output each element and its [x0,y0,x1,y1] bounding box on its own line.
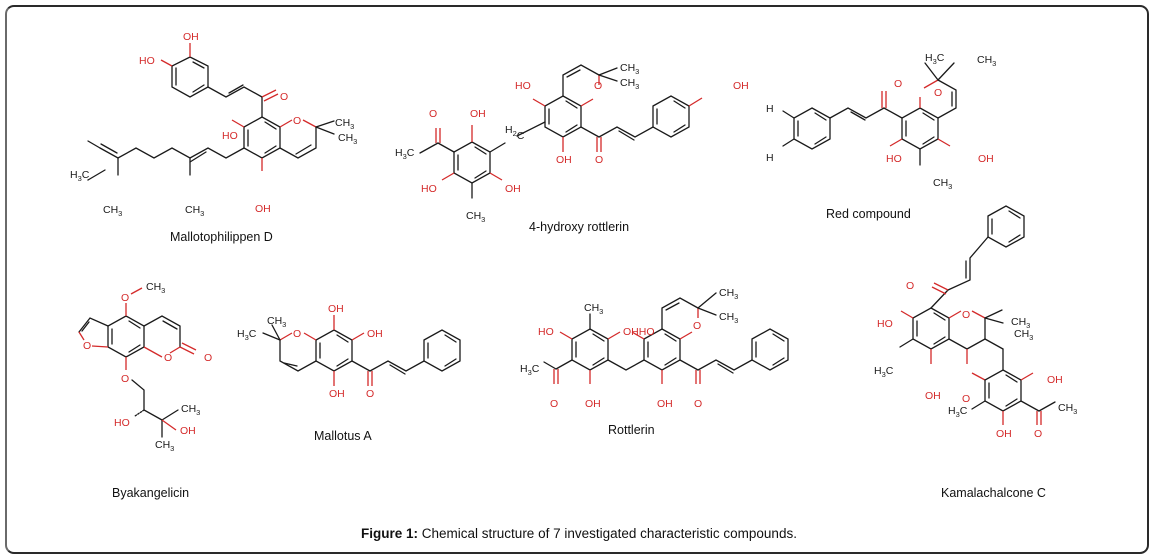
compound-name: Kamalachalcone C [941,486,1046,500]
label-o-ether: O [121,373,129,385]
label-ho: HO [114,417,130,429]
label-ch3: CH3 [185,204,204,218]
compound-name: 4-hydroxy rottlerin [529,220,629,234]
catechol-ring [171,56,209,98]
label-o-ring: O [934,87,942,99]
label-o-keto: O [906,280,914,292]
label-h: H [766,103,774,115]
label-oh: OH [367,328,383,340]
label-o-keto: O [894,78,902,90]
label-oh: OH [925,390,941,402]
label-oh: OH [733,80,749,92]
label-ch3: CH3 [620,62,639,76]
label-o-ring: O [693,320,701,332]
label-h3c: H3C [948,405,968,419]
label-ch3: CH3 [933,177,952,191]
label-ho: HO [222,130,238,142]
label-oh: OH [183,31,199,43]
label-o-keto: O [694,398,702,410]
compound-name: Red compound [826,207,911,221]
molecule-byakangelicin: CH3 O O O O O HO CH3 OH CH3 [78,281,212,453]
label-h: H [766,152,774,164]
label-ch3: CH3 [620,77,639,91]
label-o-acyl: O [550,398,558,410]
label-o-ring: O [293,115,301,127]
label-oh-ho: OHHO [623,326,655,338]
figure-frame [5,5,1149,554]
molecule-kamalachalcone-c: O HO O CH3 CH3 H3C OH O OH CH3 H3C OH O [874,205,1077,440]
label-ch3: CH3 [1011,316,1030,330]
label-oh: OH [329,388,345,400]
label-ch2: H2C [505,124,525,142]
label-h3c: H3C [395,147,415,161]
label-o-acyl: O [1034,428,1042,440]
label-oh: OH [328,303,344,315]
label-ch3: CH3 [103,204,122,218]
label-oh: OH [657,398,673,410]
label-oh: OH [255,203,271,215]
label-ch3: CH3 [977,54,996,68]
compound-name: Mallotophilippen D [170,230,273,244]
label-ch3: CH3 [1014,328,1033,342]
label-o-ring: O [594,80,602,92]
label-o-keto: O [595,154,603,166]
chromene-core [243,116,335,159]
compound-name: Rottlerin [608,423,655,437]
label-oh: OH [996,428,1012,440]
label-h3c: H3C [237,328,257,342]
label-o-methoxy: O [121,292,129,304]
caption-text: Chemical structure of 7 investigated cha… [418,526,797,541]
label-oh: OH [978,153,994,165]
figure-caption: Figure 1: Chemical structure of 7 invest… [0,526,1158,541]
label-o-furan: O [83,340,91,352]
label-oh: OH [585,398,601,410]
label-h3c: H3C [874,365,894,379]
label-h3c: H3C [70,169,90,183]
label-ch3: CH3 [267,315,286,329]
label-oh: OH [505,183,521,195]
molecule-mallotus-a: OH OH CH3 H3C O OH O [237,303,461,400]
label-ho: HO [515,80,531,92]
label-oh: OH [470,108,486,120]
label-ch3: CH3 [335,117,354,131]
molecule-red-compound: H3C CH3 O O H H HO OH CH3 [766,52,996,191]
label-ch3: CH3 [1058,402,1077,416]
label-ch3: CH3 [155,439,174,453]
label-ch3: CH3 [181,403,200,417]
label-oh: OH [180,425,196,437]
caption-label: Figure 1: [361,526,419,541]
molecule-mallotophilippen-d: OH HO O HO O CH3 CH3 H3C CH3 CH3 OH [70,31,357,218]
label-ho: HO [886,153,902,165]
geranyl-tail [87,169,106,181]
label-h3c: H3C [520,363,540,377]
label-ch3: CH3 [584,302,603,316]
label-ho: HO [139,55,155,67]
label-o-ring: O [962,393,970,405]
label-o-ring: O [962,309,970,321]
label-ch3: CH3 [338,132,357,146]
label-oh: OH [1047,374,1063,386]
label-ho: HO [538,326,554,338]
label-o-lactone: O [164,352,172,364]
label-ch3: CH3 [719,311,738,325]
molecule-4-hydroxy-rottlerin: CH3 CH3 HO O OH O OH H2C H3C HO OH CH3 O… [395,62,749,224]
label-oh: OH [556,154,572,166]
molecule-rottlerin: CH3 HO OHHO H3C O OH CH3 CH3 O OH O [520,287,789,410]
compound-name: Byakangelicin [112,486,189,500]
compound-name: Mallotus A [314,429,372,443]
label-h3c: H3C [925,52,945,66]
label-o-keto: O [366,388,374,400]
label-ch3: CH3 [466,210,485,224]
label-o-keto: O [204,352,212,364]
label-ch3: CH3 [146,281,165,295]
label-o-acyl: O [429,108,437,120]
label-ho: HO [421,183,437,195]
label-ho: HO [877,318,893,330]
label-o-ring: O [293,328,301,340]
label-ch3: CH3 [719,287,738,301]
label-o-keto: O [280,91,288,103]
